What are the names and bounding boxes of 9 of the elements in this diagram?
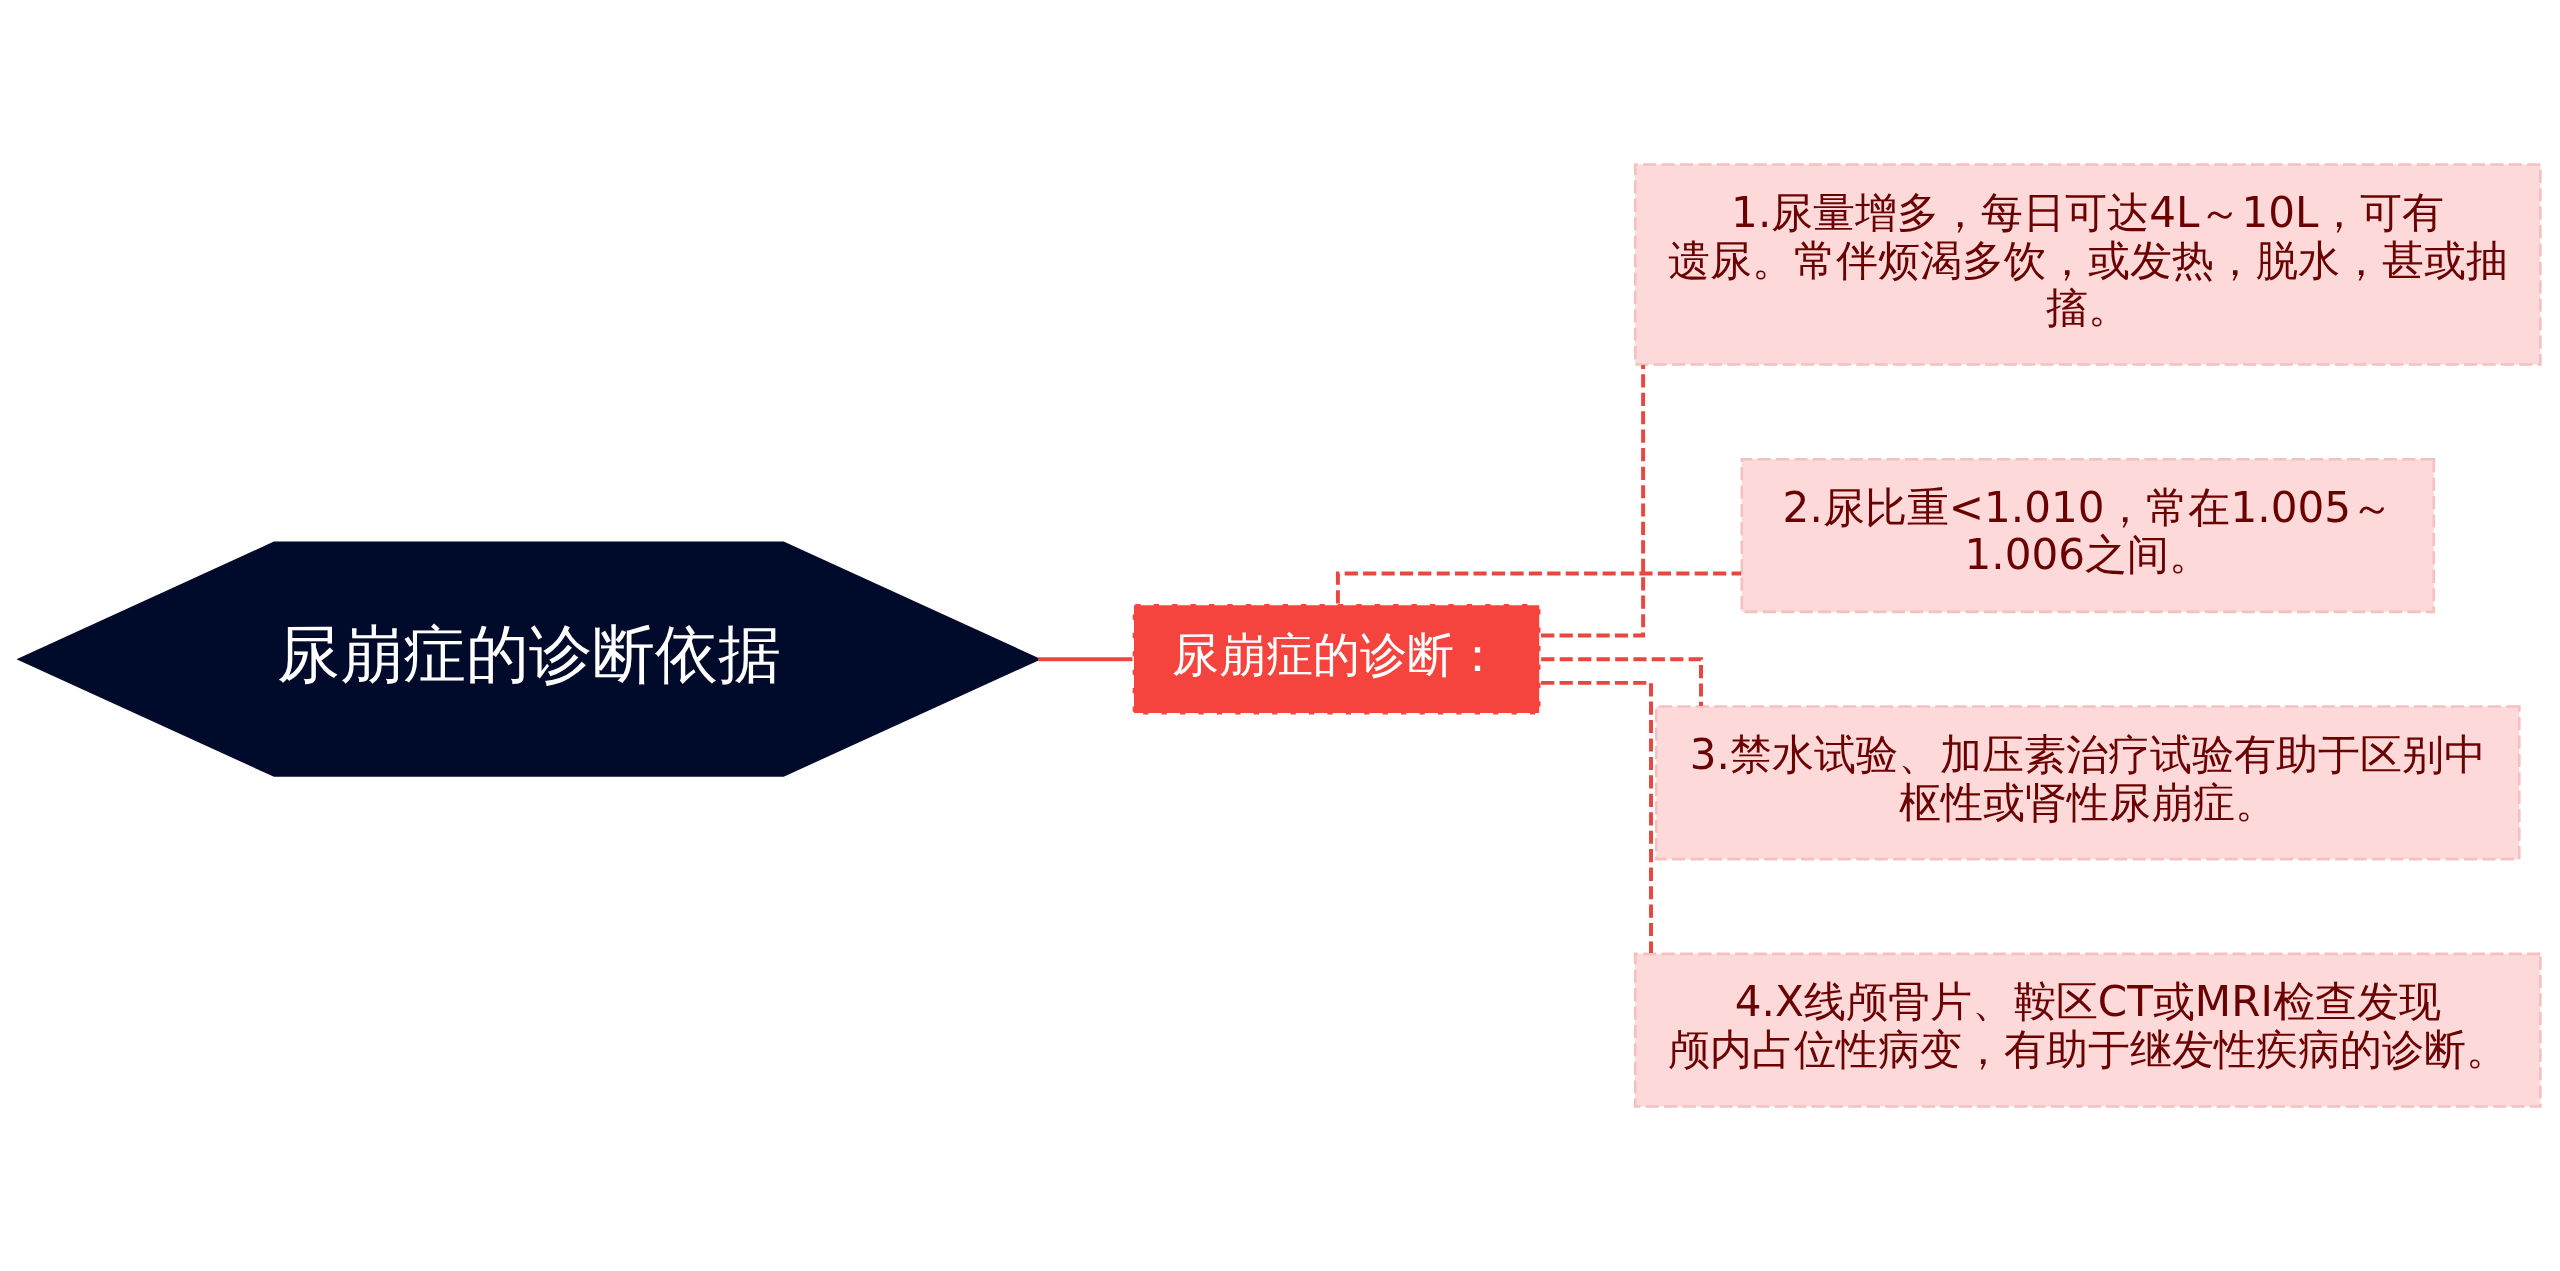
connector [1038,657,1133,662]
connector [1541,680,1653,954]
connector [1541,657,1703,706]
node-box: 1.尿量增多，每日可达4L～10L，可有遗尿。常伴烦渴多饮，或发热，脱水，甚或抽搐。 [1633,163,2542,366]
node-box: 4.X线颅骨片、鞍区CT或MRI检查发现颅内占位性病变，有助于继发性疾病的诊断。 [1633,952,2542,1108]
node-box: 3.禁水试验、加压素治疗试验有助于区别中枢性或肾性尿崩症。 [1654,705,2521,861]
node-box: 尿崩症的诊断： [1131,602,1542,716]
node-box: 2.尿比重<1.010，常在1.005～1.006之间。 [1740,457,2436,614]
connector [1541,364,1646,638]
